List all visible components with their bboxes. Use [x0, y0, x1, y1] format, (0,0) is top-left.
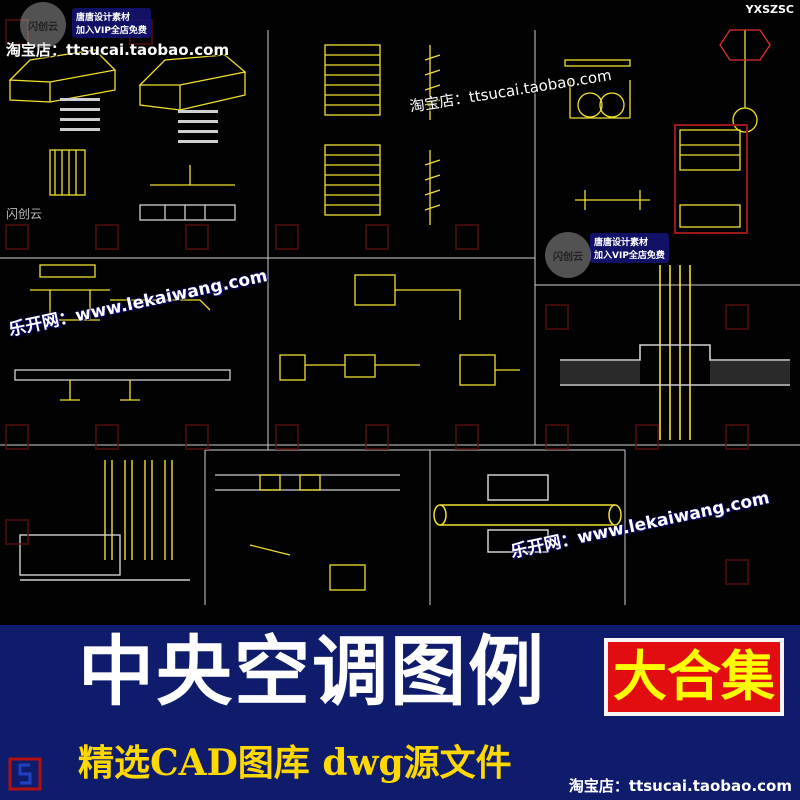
- panel-chiller-piping: [19, 460, 190, 581]
- stamp-badge-middle-line2: 加入VIP全店免费: [594, 251, 665, 261]
- panel-duct-notes: [60, 98, 218, 143]
- panel-pipe-insulation: [433, 474, 622, 553]
- brand-watermark-left: 闪创云: [6, 207, 43, 221]
- stamp-circle-top: 闪创云: [20, 2, 66, 48]
- collection-badge-text: 大合集: [613, 645, 775, 708]
- stamp-badge-middle-line1: 唐唐设计素材: [594, 238, 649, 248]
- panel-pipe-supports: [564, 29, 771, 228]
- panel-red-frame-marks: [674, 124, 748, 234]
- panel-control-details: [279, 274, 520, 386]
- collection-badge: 大合集: [604, 638, 784, 716]
- panel-louver-grilles: [324, 44, 441, 225]
- panel-duct-layout: [215, 474, 400, 591]
- cad-drawing-collage: [0, 19, 800, 605]
- stamp-badge-top: 唐唐设计素材 加入VIP全店免费: [72, 8, 151, 38]
- panel-slab-fill: [560, 361, 790, 384]
- shop-watermark-top: 淘宝店：ttsucai.taobao.com: [6, 41, 230, 59]
- corner-tag: YXSZSC: [745, 3, 794, 16]
- stamp-badge-top-line2: 加入VIP全店免费: [76, 26, 147, 36]
- panel-pipe-sleeve: [560, 265, 790, 440]
- logo-mark-icon: [8, 757, 42, 791]
- stamp-badge-middle: 唐唐设计素材 加入VIP全店免费: [590, 233, 669, 263]
- poster-subtitle: 精选CAD图库 dwg源文件: [78, 742, 512, 784]
- panel-ceiling-unit: [14, 264, 231, 401]
- poster-title: 中央空调图例: [78, 627, 546, 716]
- panel-duct-fittings: [8, 49, 247, 221]
- stamp-circle-middle: 闪创云: [545, 232, 591, 278]
- panel-dividers: [0, 30, 800, 605]
- faint-logo-watermarks: [5, 19, 749, 585]
- stamp-badge-top-line1: 唐唐设计素材: [76, 13, 131, 23]
- shop-watermark-bottom: 淘宝店：ttsucai.taobao.com: [568, 777, 792, 795]
